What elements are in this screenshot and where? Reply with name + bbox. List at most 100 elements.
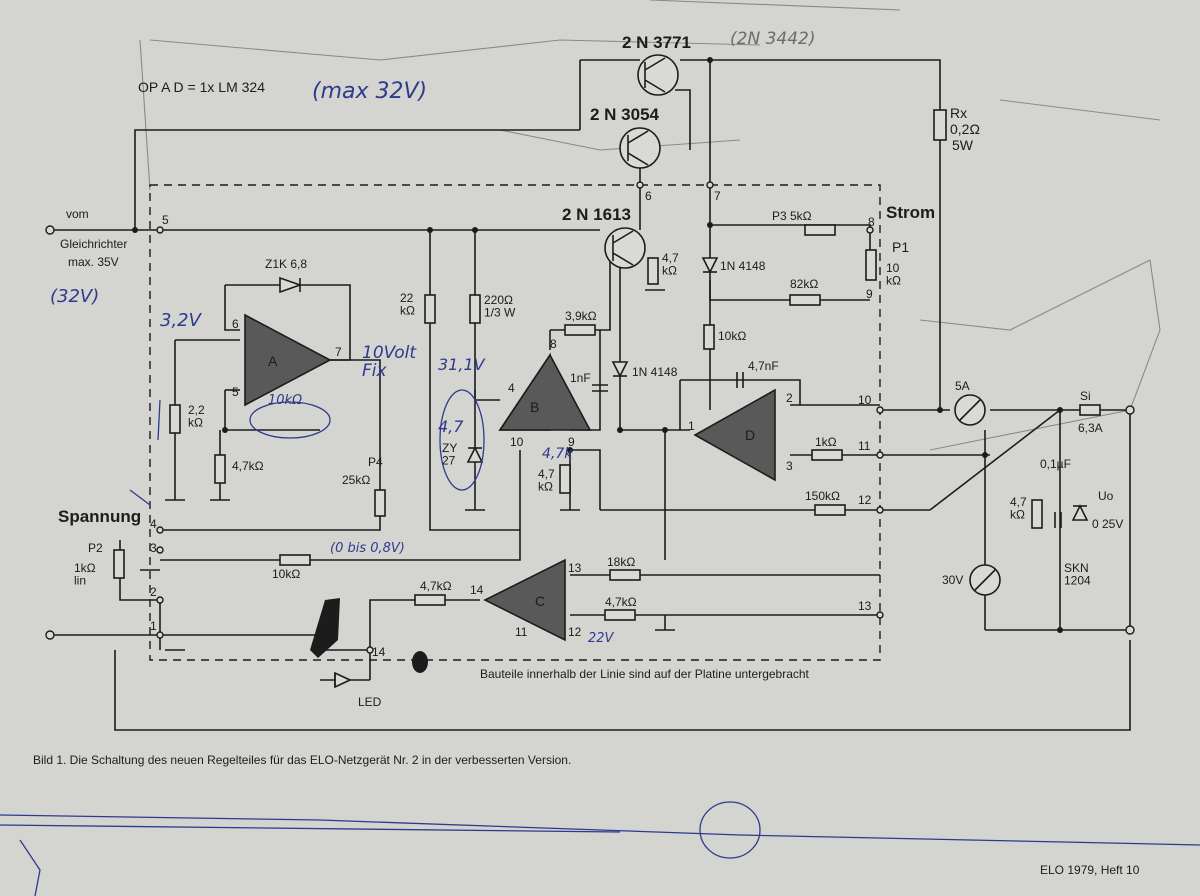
handwritten-4-7k: 4,7k bbox=[542, 446, 573, 462]
voltmeter-30v-label: 30V bbox=[942, 573, 963, 587]
pin-number: 1 bbox=[688, 419, 695, 433]
cap-01uf-label: 0,1µF bbox=[1040, 457, 1071, 471]
p1-label: P1 bbox=[892, 239, 909, 255]
pin-number: 4 bbox=[508, 381, 515, 395]
led-label: LED bbox=[358, 695, 382, 709]
node-number: 1 bbox=[150, 619, 157, 633]
r4k7-e-label: 4,7kΩ bbox=[605, 595, 637, 609]
node-number: 3 bbox=[150, 541, 157, 555]
handwritten-22v: 22V bbox=[588, 631, 615, 646]
pin-number: 12 bbox=[568, 625, 582, 639]
handwritten-2n3442: (2N 3442) bbox=[730, 29, 815, 49]
c1nf-label: 1nF bbox=[570, 371, 591, 385]
p4-value-label: 25kΩ bbox=[342, 473, 370, 487]
opamp-a-letter: A bbox=[268, 353, 278, 369]
node-numbers: 5 6 7 8 9 10 11 12 13 14 1 2 3 4 bbox=[150, 189, 875, 659]
pin-number: 10 bbox=[510, 435, 524, 449]
handwritten-31-1v: 31,1V bbox=[438, 355, 486, 374]
transistor-2n3771 bbox=[637, 54, 679, 96]
board-note: Bauteile innerhalb der Linie sind auf de… bbox=[480, 667, 810, 681]
transistor-2n3054-label: 2 N 3054 bbox=[590, 105, 660, 124]
ink-blots bbox=[310, 598, 428, 673]
uo-label: Uo bbox=[1098, 489, 1114, 503]
ballpoint-sketches bbox=[0, 389, 1200, 896]
p2-label: P2 bbox=[88, 541, 103, 555]
spannung-label: Spannung bbox=[58, 507, 141, 526]
footer-label: ELO 1979, Heft 10 bbox=[1040, 863, 1140, 877]
capacitors bbox=[592, 372, 1062, 528]
node-number: 13 bbox=[858, 599, 872, 613]
zener-z1k-label: Z1K 6,8 bbox=[265, 257, 307, 271]
opamp-c-letter: C bbox=[535, 593, 545, 609]
pin-number: 8 bbox=[550, 337, 557, 351]
r82k-label: 82kΩ bbox=[790, 277, 818, 291]
terminal-circles bbox=[45, 181, 1135, 654]
opamp-b-letter: B bbox=[530, 399, 539, 415]
board-outline bbox=[149, 184, 881, 661]
vom-label: vom bbox=[66, 207, 89, 221]
pencil-sketch-lines bbox=[139, 0, 1161, 451]
handwritten-zener-4-7: 4,7 bbox=[438, 417, 464, 436]
handwritten-32v: (32V) bbox=[50, 286, 99, 307]
diode-1n4148-top-label: 1N 4148 bbox=[720, 259, 766, 273]
diode-1n4148-mid-label: 1N 4148 bbox=[632, 365, 678, 379]
node-number: 14 bbox=[372, 645, 386, 659]
fuse-5a-label: 5A bbox=[955, 379, 970, 393]
pin-number: 3 bbox=[786, 459, 793, 473]
node-number: 12 bbox=[858, 493, 872, 507]
r4k7-d-label: 4,7kΩ bbox=[420, 579, 452, 593]
node-number: 11 bbox=[858, 439, 871, 453]
junction-dots bbox=[132, 57, 1063, 633]
r150k-label: 150kΩ bbox=[805, 489, 840, 503]
node-number: 7 bbox=[714, 189, 721, 203]
ammeter-5a bbox=[954, 394, 986, 426]
node-number: 4 bbox=[150, 517, 157, 531]
node-number: 5 bbox=[162, 213, 169, 227]
r1k-label: 1kΩ bbox=[815, 435, 837, 449]
node-number: 8 bbox=[868, 215, 875, 229]
pin-number: 2 bbox=[786, 391, 793, 405]
max35-label: max. 35V bbox=[68, 255, 119, 269]
node-number: 10 bbox=[858, 393, 872, 407]
transistor-2n3054 bbox=[619, 127, 661, 169]
voltmeter-30v bbox=[969, 564, 1001, 596]
node-number: 2 bbox=[150, 585, 157, 599]
r10k-b-label: 10kΩ bbox=[272, 567, 300, 581]
node-number: 9 bbox=[866, 287, 873, 301]
r18k-label: 18kΩ bbox=[607, 555, 635, 569]
resistors bbox=[113, 109, 1043, 621]
opamp-d bbox=[693, 388, 776, 482]
strom-label: Strom bbox=[886, 203, 935, 222]
p3-label: P3 5kΩ bbox=[772, 209, 812, 223]
opamp-d-letter: D bbox=[745, 427, 755, 443]
p4-label: P4 bbox=[368, 455, 383, 469]
transistor-2n1613-label: 2 N 1613 bbox=[562, 205, 631, 224]
pin-number: 5 bbox=[232, 385, 239, 399]
opamp-type-label: OP A D = 1x LM 324 bbox=[138, 79, 265, 95]
rx-label: Rx bbox=[950, 105, 967, 121]
output-range-label: 0 25V bbox=[1092, 517, 1123, 531]
fuse-si-label: Si bbox=[1080, 389, 1091, 403]
diodes bbox=[279, 257, 1089, 689]
r10k-label: 10kΩ bbox=[718, 329, 746, 343]
r39k-label: 3,9kΩ bbox=[565, 309, 597, 323]
opamp-a bbox=[244, 313, 332, 407]
node-number: 6 bbox=[645, 189, 652, 203]
rx-watt-label: 5W bbox=[952, 137, 974, 153]
figure-caption: Bild 1. Die Schaltung des neuen Regeltei… bbox=[33, 753, 571, 767]
opamp-b bbox=[498, 352, 592, 431]
handwritten-max32: (max 32V) bbox=[312, 79, 427, 104]
handwritten-3-2v: 3,2V bbox=[160, 310, 203, 331]
opamp-c bbox=[483, 558, 566, 642]
transistor-2n1613 bbox=[604, 227, 646, 269]
pin-numbers: 6 7 5 4 8 10 9 1 2 3 13 14 11 12 bbox=[232, 317, 793, 639]
transistor-2n3771-label: 2 N 3771 bbox=[622, 33, 691, 52]
